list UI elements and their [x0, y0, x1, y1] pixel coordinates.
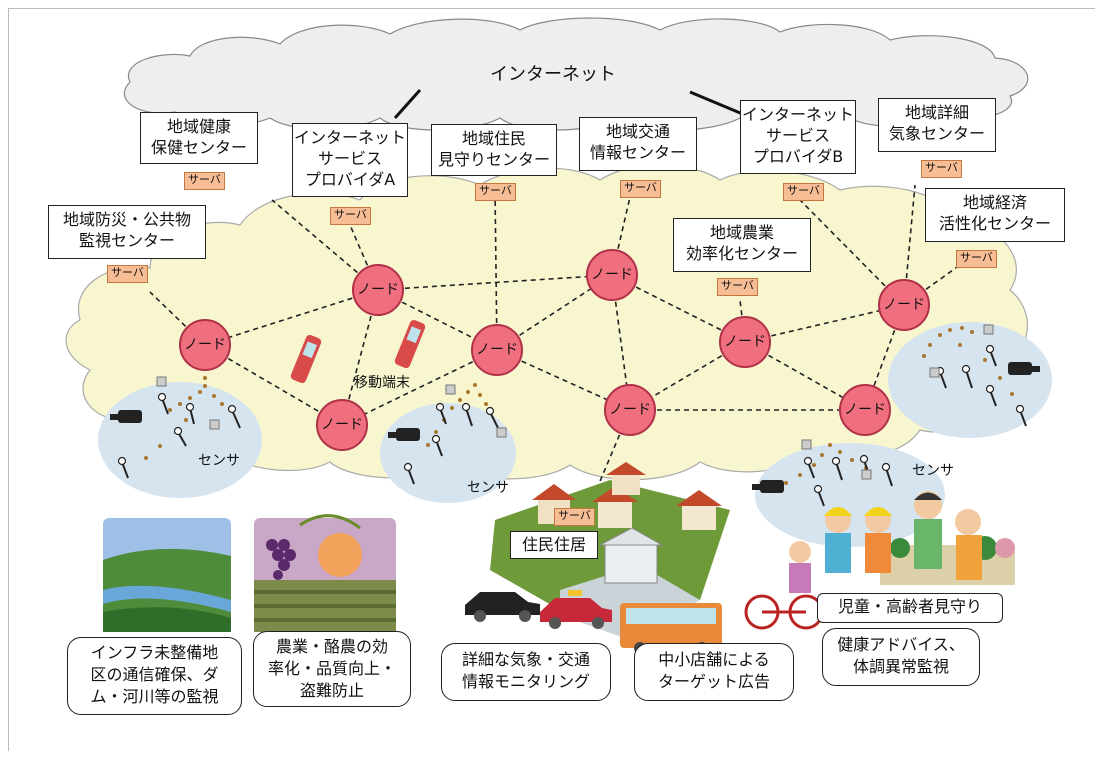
server-badge: サーバ — [783, 183, 824, 201]
disaster-center-line2: 監視センター — [78, 231, 175, 250]
sensor-dots — [144, 326, 1014, 485]
caption-health-line1: 健康アドバイス、 — [837, 635, 965, 654]
caption-infra: インフラ未整備地 区の通信確保、ダ ム・河川等の監視 — [67, 637, 242, 715]
sensor-label-1: センサ — [198, 453, 240, 469]
caption-infra-line3: ム・河川等の監視 — [90, 687, 219, 706]
node-3: ノード — [471, 324, 523, 376]
caption-farm-line3: 盗難防止 — [299, 681, 364, 700]
residence-label: 住民住居 — [510, 531, 598, 559]
people-illustration — [744, 491, 1015, 630]
isp-b-line1: インターネット — [741, 105, 854, 124]
node-2: ノード — [352, 264, 404, 316]
sensor-label-3: センサ — [912, 463, 954, 479]
weather-center-line2: 気象センター — [888, 124, 985, 143]
node-1: ノード — [179, 319, 231, 371]
weather-center: 地域詳細 気象センター — [878, 98, 996, 152]
node-8: ノード — [604, 384, 656, 436]
caption-shop: 中小店舗による ターゲット広告 — [634, 643, 794, 701]
watch-center: 地域住民 見守りセンター — [431, 124, 557, 176]
agri-center-line1: 地域農業 — [709, 223, 774, 242]
caption-infra-line1: インフラ未整備地 — [90, 643, 219, 662]
frame — [8, 8, 1095, 751]
agri-center-line2: 効率化センター — [685, 244, 798, 263]
node-4: ノード — [586, 249, 638, 301]
isp-b-line3: プロバイダB — [752, 147, 844, 166]
server-badge: サーバ — [184, 172, 225, 190]
caption-shop-line1: 中小店舗による — [658, 650, 770, 669]
infra-landscape-image — [103, 518, 231, 632]
economy-center-line2: 活性化センター — [938, 214, 1051, 233]
server-badge: サーバ — [956, 250, 997, 268]
sensor-label-2: センサ — [467, 480, 509, 496]
caption-weather-line1: 詳細な気象・交通 — [461, 650, 590, 669]
node-5: ノード — [719, 316, 771, 368]
server-badge: サーバ — [554, 508, 595, 526]
caption-health-line2: 体調異常監視 — [852, 657, 949, 676]
disaster-center: 地域防災・公共物 監視センター — [48, 205, 206, 259]
isp-a-line2: サービス — [317, 149, 382, 168]
sensor-boxes — [156, 324, 994, 480]
internet-label: インターネット — [490, 64, 616, 85]
health-center-line2: 保健センター — [150, 138, 247, 157]
node-7: ノード — [316, 399, 368, 451]
camera-icons — [110, 362, 1040, 493]
node-6: ノード — [878, 279, 930, 331]
server-badge: サーバ — [620, 180, 661, 198]
economy-center-line1: 地域経済 — [962, 193, 1027, 212]
traffic-center-line1: 地域交通 — [605, 122, 670, 141]
watch-center-line1: 地域住民 — [461, 129, 526, 148]
server-badge: サーバ — [475, 183, 516, 201]
isp-b-center: インターネット サービス プロバイダB — [740, 100, 856, 174]
traffic-center-line2: 情報センター — [589, 143, 686, 162]
caption-infra-line2: 区の通信確保、ダ — [90, 665, 219, 684]
weather-center-line1: 地域詳細 — [904, 103, 969, 122]
agri-center: 地域農業 効率化センター — [673, 218, 811, 272]
node-9: ノード — [839, 384, 891, 436]
caption-shop-line2: ターゲット広告 — [657, 672, 770, 691]
caption-farm-line1: 農業・酪農の効 — [275, 637, 388, 656]
sensor-heads — [117, 344, 1025, 494]
server-badge: サーバ — [921, 160, 962, 178]
internet-links — [393, 89, 746, 119]
vehicles — [465, 590, 722, 654]
isp-b-line2: サービス — [765, 126, 830, 145]
isp-a-line1: インターネット — [293, 128, 406, 147]
isp-a-center: インターネット サービス プロバイダA — [292, 123, 408, 197]
health-center: 地域健康 保健センター — [140, 112, 258, 164]
caption-weather-info: 詳細な気象・交通 情報モニタリング — [441, 643, 611, 701]
mobile-label: 移動端末 — [354, 375, 410, 391]
health-center-line1: 地域健康 — [166, 117, 231, 136]
server-badge: サーバ — [330, 207, 371, 225]
caption-farm-line2: 率化・品質向上・ — [267, 659, 396, 678]
children-elderly-label: 児童・高齢者見守り — [817, 593, 1003, 623]
server-badge: サーバ — [107, 265, 148, 283]
traffic-center: 地域交通 情報センター — [579, 117, 697, 171]
economy-center: 地域経済 活性化センター — [925, 188, 1065, 242]
server-badge: サーバ — [717, 278, 758, 296]
mobile-phone-icons — [290, 319, 426, 384]
caption-farm: 農業・酪農の効 率化・品質向上・ 盗難防止 — [253, 631, 411, 707]
caption-health: 健康アドバイス、 体調異常監視 — [822, 628, 980, 686]
isp-a-line3: プロバイダA — [304, 170, 396, 189]
watch-center-line2: 見守りセンター — [437, 150, 550, 169]
farm-produce-image — [254, 514, 396, 632]
caption-weather-line2: 情報モニタリング — [461, 672, 590, 691]
disaster-center-line1: 地域防災・公共物 — [62, 210, 191, 229]
